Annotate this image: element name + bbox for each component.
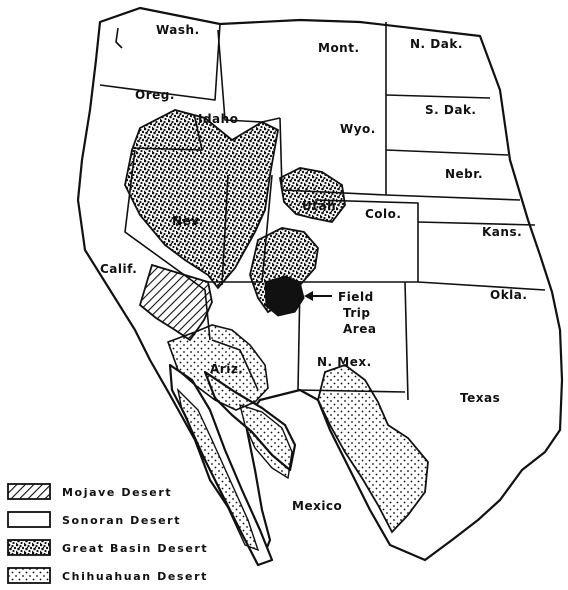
label-calif: Calif. bbox=[100, 262, 137, 276]
legend-swatch-mojave bbox=[7, 483, 51, 500]
field-trip-label-2: Trip bbox=[343, 306, 371, 320]
label-okla: Okla. bbox=[490, 288, 527, 302]
label-nmex: N. Mex. bbox=[317, 355, 372, 369]
great-basin-region bbox=[124, 109, 280, 290]
field-trip-arrowhead bbox=[304, 291, 313, 301]
label-texas: Texas bbox=[460, 391, 500, 405]
field-trip-label-1: Field bbox=[338, 290, 374, 304]
legend: Mojave Desert Sonoran Desert Great Basin… bbox=[7, 483, 208, 584]
label-nev: Nev. bbox=[172, 214, 204, 228]
label-mont: Mont. bbox=[318, 41, 360, 55]
legend-swatch-sonoran bbox=[7, 511, 51, 528]
legend-swatch-great-basin bbox=[7, 539, 51, 556]
label-oreg: Oreg. bbox=[135, 88, 175, 102]
label-idaho: Idaho bbox=[198, 112, 238, 126]
great-basin-utah-lobe bbox=[279, 167, 346, 223]
label-sdak: S. Dak. bbox=[425, 103, 476, 117]
label-ndak: N. Dak. bbox=[410, 37, 463, 51]
label-wyo: Wyo. bbox=[340, 122, 376, 136]
legend-label-chihuahuan: Chihuahuan Desert bbox=[62, 570, 208, 583]
label-ariz: Ariz. bbox=[210, 362, 243, 376]
sonoran-region bbox=[166, 324, 269, 411]
sonoran-mexico bbox=[239, 403, 293, 480]
legend-label-great-basin: Great Basin Desert bbox=[62, 542, 208, 555]
label-nebr: Nebr. bbox=[445, 167, 483, 181]
label-utah: Utah bbox=[302, 199, 336, 213]
legend-label-sonoran: Sonoran Desert bbox=[62, 514, 181, 527]
label-wash: Wash. bbox=[156, 23, 200, 37]
label-colo: Colo. bbox=[365, 207, 401, 221]
legend-label-mojave: Mojave Desert bbox=[62, 486, 172, 499]
label-kans: Kans. bbox=[482, 225, 522, 239]
field-trip-label-3: Area bbox=[343, 322, 376, 336]
label-mexico: Mexico bbox=[292, 499, 342, 513]
puget-sound bbox=[115, 27, 123, 49]
sonoran-baja bbox=[176, 387, 260, 552]
legend-swatch-chihuahuan bbox=[7, 567, 51, 584]
state-boundaries bbox=[99, 22, 546, 401]
